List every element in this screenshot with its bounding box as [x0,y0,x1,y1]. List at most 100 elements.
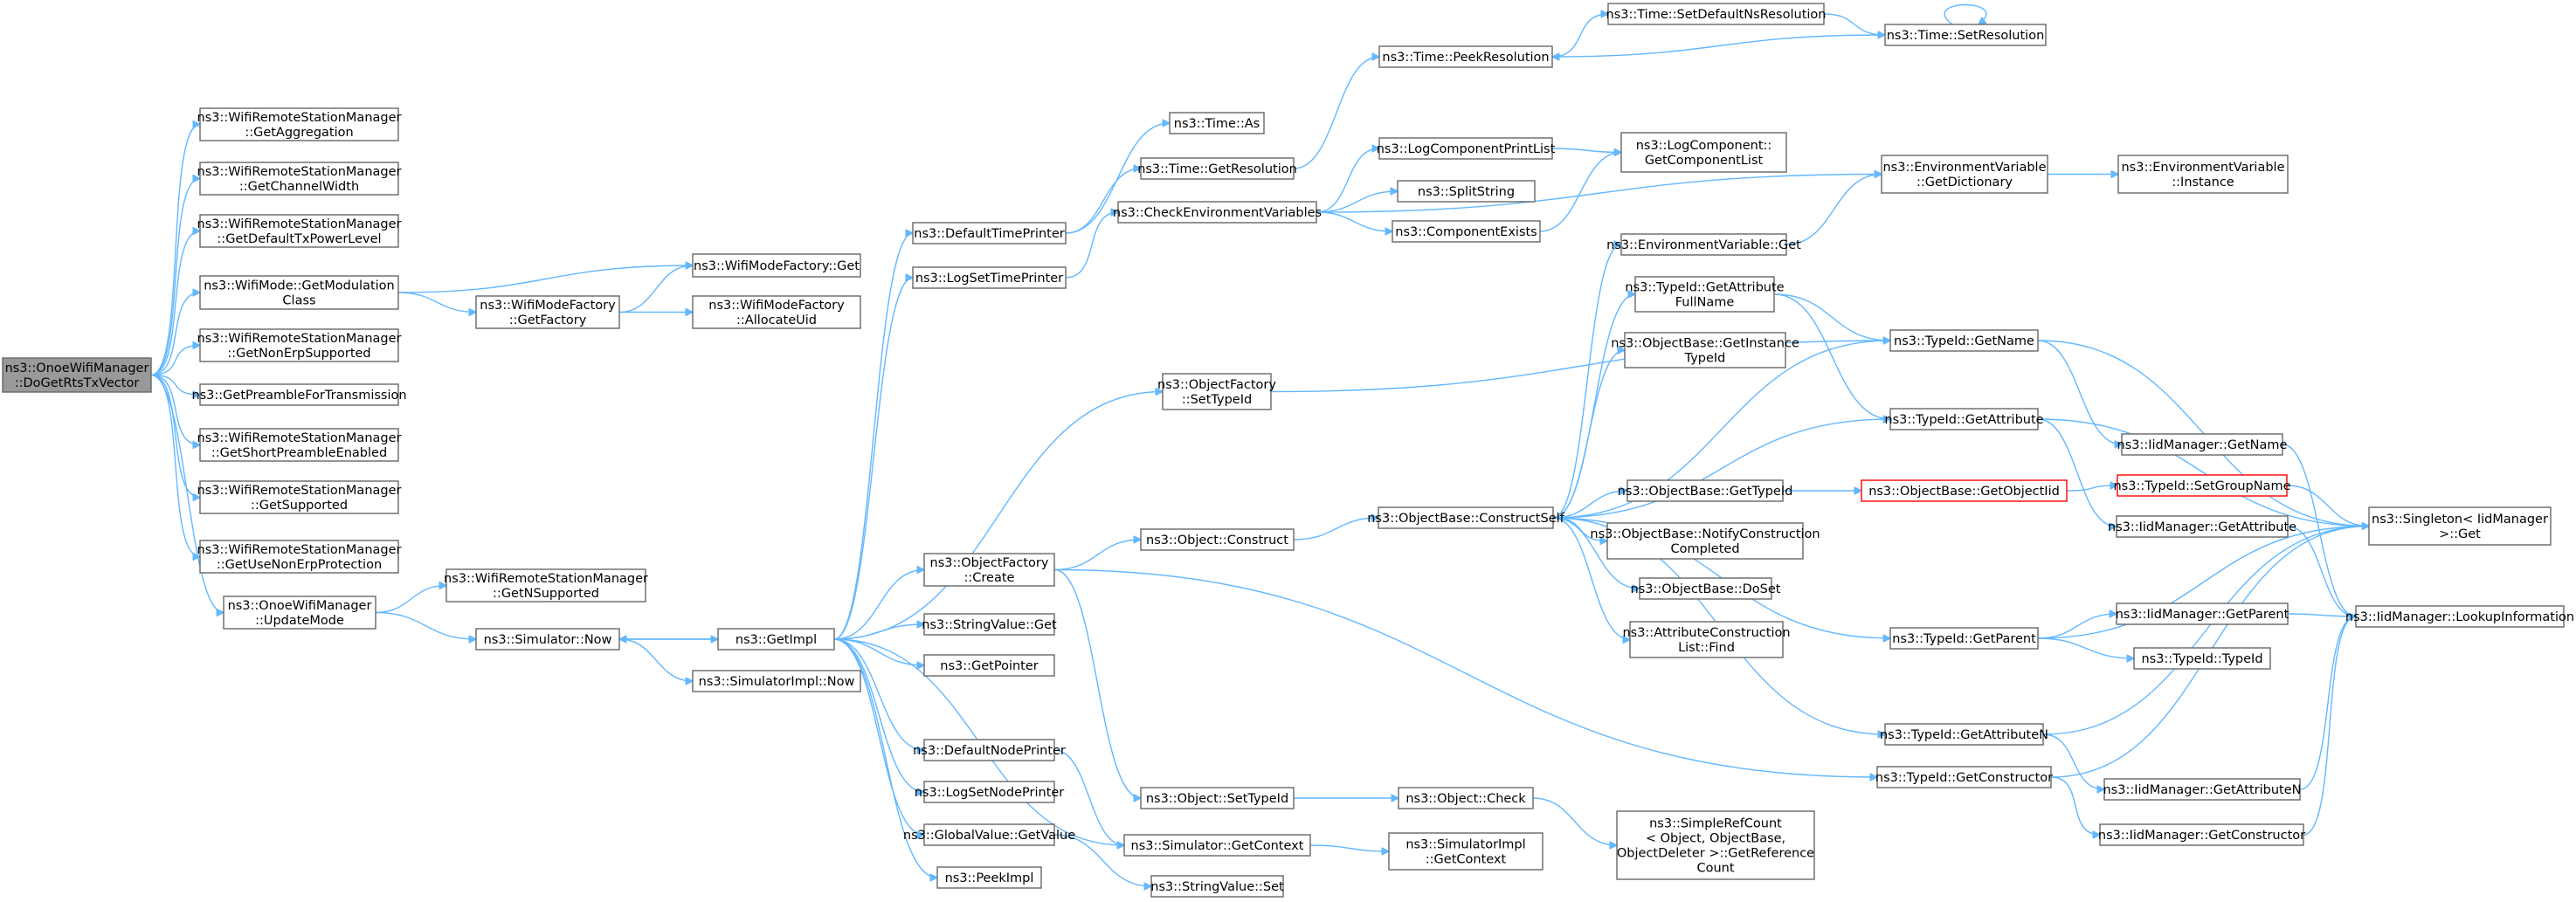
call-edge [2050,776,2100,835]
graph-node[interactable]: ns3::GetPreambleForTransmission [191,383,407,406]
graph-node[interactable]: ns3::IidManager::GetAttributeN [2103,778,2302,801]
graph-node[interactable]: ns3::ObjectBase::ConstructSelf [1367,506,1565,529]
graph-node[interactable]: ns3::WifiRemoteStationManager::GetDefaul… [197,214,402,248]
graph-node[interactable]: ns3::Time::GetResolution [1137,157,1297,180]
graph-node[interactable]: ns3::SplitString [1397,180,1536,203]
call-edge [2287,526,2356,616]
graph-node[interactable]: ns3::Object::SetTypeId [1140,787,1295,809]
graph-node[interactable]: ns3::TypeId::TypeId [2133,647,2271,670]
node-label: ns3::ObjectBase::GetInstance [1611,337,1799,351]
node-label: ns3::ObjectBase::GetTypeId [1618,485,1793,499]
graph-node[interactable]: ns3::LogComponent::GetComponentList [1620,132,1787,173]
graph-node[interactable]: ns3::LogSetNodePrinter [915,781,1065,803]
graph-node[interactable]: ns3::StringValue::Get [922,613,1057,636]
graph-node[interactable]: ns3::WifiRemoteStationManager::GetNonErp… [197,328,402,362]
graph-node[interactable]: ns3::WifiRemoteStationManager::GetNSuppo… [444,568,648,602]
graph-node[interactable]: ns3::WifiModeFactory::AllocateUid [692,295,861,329]
graph-node[interactable]: ns3::EnvironmentVariable::Instance [2117,155,2289,194]
graph-node[interactable]: ns3::WifiRemoteStationManager::GetUseNon… [197,540,402,574]
graph-node[interactable]: ns3::ObjectBase::GetTypeId [1618,479,1793,502]
call-edge [1552,419,1890,519]
node-box [2355,605,2565,628]
graph-node[interactable]: ns3::WifiRemoteStationManager::GetChanne… [197,162,402,196]
graph-node[interactable]: ns3::LogSetTimePrinter [912,266,1067,289]
node-box [923,823,1055,846]
call-edge [1552,491,1627,519]
graph-node[interactable]: ns3::WifiRemoteStationManager::GetShortP… [197,428,402,462]
graph-node[interactable]: ns3::EnvironmentVariable::GetDictionary [1881,155,2048,194]
graph-node[interactable]: ns3::ComponentExists [1392,220,1541,243]
graph-node[interactable]: ns3::IidManager::GetConstructor [2098,823,2305,846]
graph-node[interactable]: ns3::Time::SetResolution [1884,24,2047,46]
graph-node[interactable]: ns3::GetImpl [717,628,835,651]
graph-node[interactable]: ns3::ObjectBase::GetObjectIid [1861,479,2068,502]
graph-node[interactable]: ns3::Time::PeekResolution [1378,45,1553,68]
graph-node[interactable]: ns3::Time::SetDefaultNsResolution [1606,3,1827,25]
node-label: GetComponentList [1645,154,1764,168]
graph-node[interactable]: ns3::OnoeWifiManager::DoGetRtsTxVector [2,357,152,393]
graph-node[interactable]: ns3::SimulatorImpl::Now [692,670,861,692]
graph-node[interactable]: ns3::PeekImpl [936,866,1042,889]
graph-node[interactable]: ns3::TypeId::GetConstructor [1875,766,2053,788]
graph-node[interactable]: ns3::TypeId::GetParent [1889,627,2039,650]
call-edge [618,265,693,313]
graph-node[interactable]: ns3::ObjectBase::NotifyConstructionCompl… [1590,522,1820,560]
node-label: ns3::Object::SetTypeId [1146,792,1288,806]
graph-node[interactable]: ns3::GlobalValue::GetValue [903,823,1075,846]
graph-node[interactable]: ns3::OnoeWifiManager::UpdateMode [223,596,376,630]
graph-node[interactable]: ns3::StringValue::Set [1150,875,1284,898]
graph-node[interactable]: ns3::Simulator::Now [475,628,620,651]
graph-node[interactable]: ns3::TypeId::GetAttribute [1884,408,2044,430]
call-edge [2287,614,2356,616]
graph-node[interactable]: ns3::Singleton< IidManager >::Get [2368,506,2552,546]
graph-node[interactable]: ns3::IidManager::GetName [2117,433,2288,456]
call-edge [1552,350,1625,519]
graph-node[interactable]: ns3::TypeId::GetAttributeN [1880,723,2048,746]
node-label: ::UpdateMode [255,614,344,628]
graph-node[interactable]: ns3::WifiRemoteStationManager::GetSuppor… [197,480,402,514]
graph-node[interactable]: ns3::WifiRemoteStationManager::GetAggreg… [197,107,402,141]
graph-node[interactable]: ns3::Object::Check [1398,787,1534,809]
graph-node[interactable]: ns3::Time::As [1169,112,1265,134]
node-box [2133,647,2271,670]
graph-node[interactable]: ns3::EnvironmentVariable::Get [1606,233,1801,256]
node-label: ::GetNonErpSupported [227,347,370,361]
graph-node[interactable]: ns3::ObjectFactory::Create [923,553,1055,587]
call-edge [1065,123,1170,234]
call-edge [618,638,693,681]
node-label: ns3::TypeId::GetConstructor [1875,771,2053,785]
graph-node[interactable]: ns3::CheckEnvironmentVariables [1113,201,1322,224]
graph-node[interactable]: ns3::DefaultNodePrinter [913,739,1066,761]
node-box [1889,627,2039,650]
node-box [475,628,620,651]
graph-node[interactable]: ns3::SimpleRefCount< Object, ObjectBase,… [1616,810,1815,880]
graph-node[interactable]: ns3::LogComponentPrintList [1377,137,1556,160]
node-box [1123,834,1311,857]
graph-node[interactable]: ns3::Simulator::GetContext [1123,834,1311,857]
graph-node[interactable]: ns3::ObjectFactory::SetTypeId [1157,373,1276,410]
graph-node[interactable]: ns3::IidManager::GetAttribute [2108,515,2296,538]
graph-node[interactable]: ns3::WifiModeFactory::GetFactory [475,295,620,329]
node-label: ns3::StringValue::Set [1150,880,1284,894]
node-box [1620,233,1787,256]
graph-node[interactable]: ns3::SimulatorImpl::GetContext [1388,832,1544,871]
graph-node[interactable]: ns3::IidManager::GetParent [2116,602,2289,625]
graph-node[interactable]: ns3::Object::Construct [1140,528,1295,551]
node-box [1378,506,1554,529]
node-label: ns3::WifiRemoteStationManager [197,484,402,498]
node-label: ns3::DefaultTimePrinter [914,227,1064,241]
graph-node[interactable]: ns3::TypeId::GetName [1889,329,2039,352]
graph-node[interactable]: ns3::DefaultTimePrinter [912,222,1067,244]
graph-node[interactable]: ns3::WifiModeFactory::Get [692,253,861,278]
graph-node[interactable]: ns3::ObjectBase::DoSet [1631,577,1781,600]
call-edge [1551,14,1608,58]
graph-node[interactable]: ns3::TypeId::SetGroupName [2113,474,2291,497]
graph-node[interactable]: ns3::IidManager::LookupInformation [2345,605,2574,628]
node-box [445,568,646,602]
node-box [1620,132,1787,173]
graph-node[interactable]: ns3::GetPointer [923,654,1055,677]
